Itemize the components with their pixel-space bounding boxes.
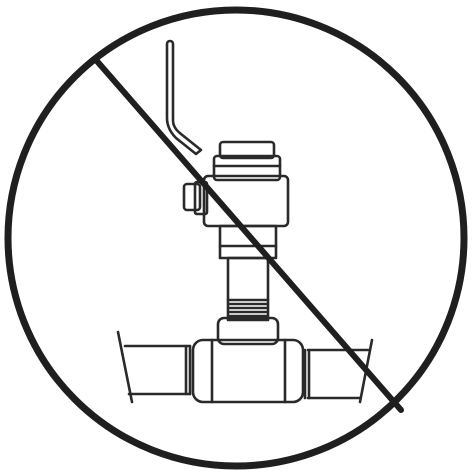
prohibition-circle bbox=[4, 6, 468, 470]
prohibition-symbol bbox=[4, 6, 468, 470]
threaded-connector bbox=[226, 256, 270, 322]
tee-fitting bbox=[191, 316, 305, 404]
right-pipe bbox=[303, 338, 374, 404]
valve-body bbox=[202, 140, 290, 228]
handle-lever bbox=[165, 39, 203, 156]
prohibition-slash bbox=[93, 57, 404, 413]
left-pipe bbox=[116, 330, 192, 404]
valve-on-tee-pipe-drawing bbox=[116, 39, 374, 404]
